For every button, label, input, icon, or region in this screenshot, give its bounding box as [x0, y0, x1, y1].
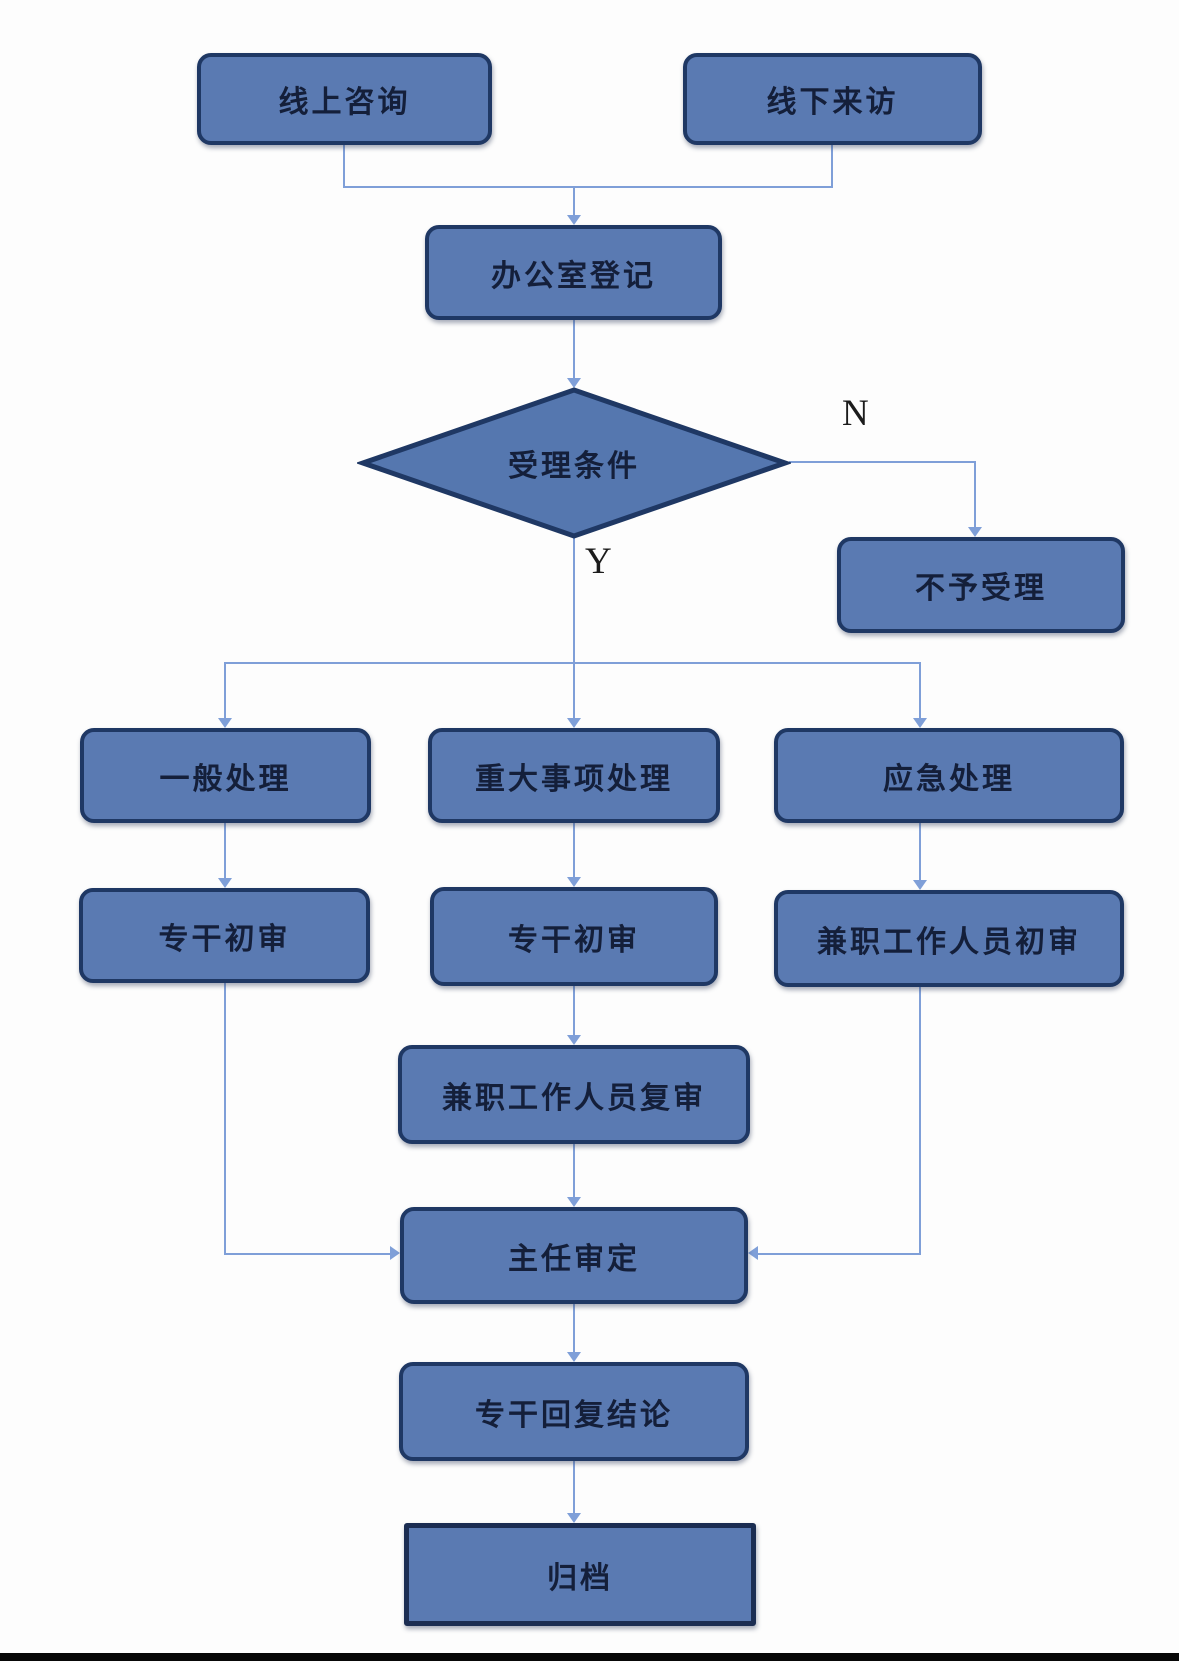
- node-acceptance-condition: 受理条件: [357, 386, 791, 540]
- connector-recheck-director: [573, 1144, 575, 1200]
- connector-yes-down: [573, 536, 575, 663]
- bottom-border-bar: [0, 1653, 1179, 1661]
- connector-offline-down: [831, 145, 833, 188]
- connector-initial-recheck: [573, 986, 575, 1038]
- node-reject: 不予受理: [837, 537, 1125, 633]
- arrowhead: [913, 718, 927, 728]
- arrowhead: [913, 880, 927, 890]
- connector-major-initial: [573, 823, 575, 880]
- arrowhead: [567, 1035, 581, 1045]
- arrowhead: [567, 1197, 581, 1207]
- arrowhead: [567, 1352, 581, 1362]
- connector-no-down: [974, 461, 976, 529]
- connector-left-long-down: [224, 983, 226, 1255]
- arrowhead: [567, 215, 581, 225]
- arrowhead: [390, 1246, 400, 1260]
- connector-general-initial: [224, 823, 226, 881]
- connector-merge-horizontal: [343, 186, 833, 188]
- arrowhead: [567, 378, 581, 388]
- branch-label-yes: Y: [585, 541, 612, 582]
- node-parttime-recheck: 兼职工作人员复审: [398, 1045, 750, 1144]
- connector-online-down: [343, 145, 345, 188]
- arrowhead: [968, 527, 982, 537]
- node-office-register: 办公室登记: [425, 225, 722, 320]
- node-parttime-initial-review: 兼职工作人员初审: [774, 890, 1124, 987]
- arrowhead: [748, 1246, 758, 1260]
- node-specialist-initial-review-left: 专干初审: [79, 888, 370, 983]
- decision-label: 受理条件: [508, 450, 640, 483]
- connector-merge-down: [573, 186, 575, 218]
- node-specialist-reply: 专干回复结论: [399, 1362, 749, 1461]
- branch-label-no: N: [842, 393, 869, 434]
- arrowhead: [567, 877, 581, 887]
- node-offline-visit: 线下来访: [683, 53, 982, 145]
- connector-emergency-initial: [919, 823, 921, 883]
- connector-split-left: [224, 662, 226, 720]
- connector-left-long-right: [224, 1253, 392, 1255]
- node-specialist-initial-review-mid: 专干初审: [430, 887, 718, 986]
- connector-right-long-left: [756, 1253, 921, 1255]
- connector-register-condition: [573, 320, 575, 380]
- arrowhead: [218, 878, 232, 888]
- node-major-handling: 重大事项处理: [428, 728, 720, 823]
- connector-no-horizontal: [789, 461, 975, 463]
- arrowhead: [567, 1513, 581, 1523]
- node-director-approval: 主任审定: [400, 1207, 748, 1304]
- connector-reply-archive: [573, 1461, 575, 1516]
- node-general-handling: 一般处理: [80, 728, 371, 823]
- connector-split-mid: [573, 662, 575, 720]
- arrowhead: [218, 718, 232, 728]
- node-archive: 归档: [404, 1523, 756, 1626]
- arrowhead: [567, 718, 581, 728]
- node-emergency-handling: 应急处理: [774, 728, 1124, 823]
- connector-split-horizontal: [224, 662, 921, 664]
- connector-right-long-down: [919, 987, 921, 1255]
- node-online-consult: 线上咨询: [197, 53, 492, 145]
- connector-director-reply: [573, 1304, 575, 1356]
- decision-diamond-shape: [357, 387, 791, 539]
- connector-split-right: [919, 662, 921, 720]
